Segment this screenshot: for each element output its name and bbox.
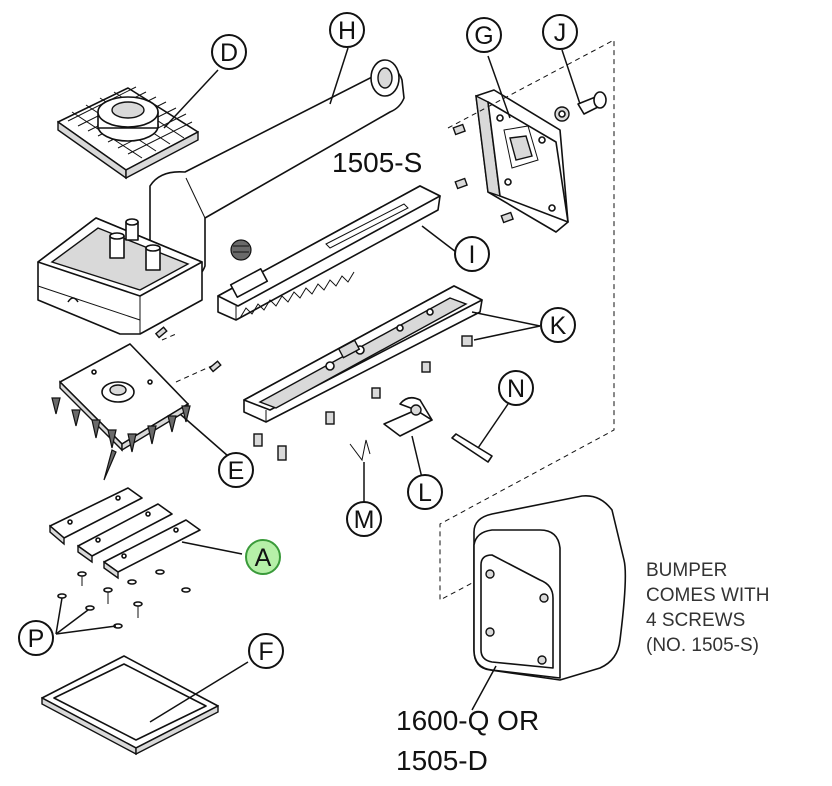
callout-j-letter: J <box>554 19 567 47</box>
leader-lines <box>55 47 581 723</box>
note-line-2: COMES WITH <box>646 585 770 606</box>
callout-p: P <box>18 620 54 656</box>
callout-i-letter: I <box>469 241 476 269</box>
label-1505-d: 1505-D <box>396 745 488 776</box>
callout-l-letter: L <box>418 479 432 507</box>
callout-i: I <box>454 236 490 272</box>
callout-k: K <box>540 307 576 343</box>
part-l-bracket <box>383 396 433 437</box>
callout-a: A <box>245 539 281 575</box>
label-1505-s: 1505-S <box>332 147 422 178</box>
note-line-4: (NO. 1505-S) <box>646 635 759 656</box>
screws-1505-s <box>452 123 514 224</box>
callout-j: J <box>542 14 578 50</box>
dashed-guide-bumper <box>439 39 615 601</box>
part-p-screws <box>57 569 191 629</box>
callout-m: M <box>346 501 382 537</box>
pin-2 <box>208 360 222 373</box>
callout-e: E <box>218 452 254 488</box>
note-line-1: BUMPER <box>646 560 727 581</box>
guide-lines-e <box>161 333 217 383</box>
callout-d-letter: D <box>220 39 238 67</box>
callout-h: H <box>329 12 365 48</box>
callout-k-letter: K <box>550 312 567 340</box>
callout-n-letter: N <box>507 375 525 403</box>
part-e-cleat <box>51 343 191 481</box>
callout-h-letter: H <box>338 17 356 45</box>
part-j-bolt <box>554 91 607 122</box>
part-f-tray <box>41 655 219 756</box>
callout-d: D <box>211 34 247 70</box>
pin-1 <box>154 326 168 339</box>
bumper-box <box>473 494 627 681</box>
part-i-slider <box>217 185 441 321</box>
part-m-clip <box>349 439 371 462</box>
callout-n: N <box>498 370 534 406</box>
callout-a-letter: A <box>255 544 272 572</box>
callout-g-letter: G <box>474 22 493 50</box>
label-1600-q-or: 1600-Q OR <box>396 705 539 736</box>
callout-p-letter: P <box>28 625 45 653</box>
callout-m-letter: M <box>354 506 375 534</box>
note-line-3: 4 SCREWS <box>646 610 745 631</box>
callout-g: G <box>466 17 502 53</box>
part-a-strips <box>49 487 201 580</box>
part-n-pin <box>451 433 493 463</box>
callout-f-letter: F <box>258 638 273 666</box>
part-h-arm <box>37 59 405 335</box>
part-g-plate <box>475 89 569 233</box>
part-k-rail <box>243 285 483 461</box>
callout-f: F <box>248 633 284 669</box>
callout-e-letter: E <box>228 457 245 485</box>
part-d-pad <box>57 86 199 180</box>
callout-l: L <box>407 474 443 510</box>
bumper-note: BUMPER COMES WITH 4 SCREWS (NO. 1505-S) <box>646 560 770 656</box>
